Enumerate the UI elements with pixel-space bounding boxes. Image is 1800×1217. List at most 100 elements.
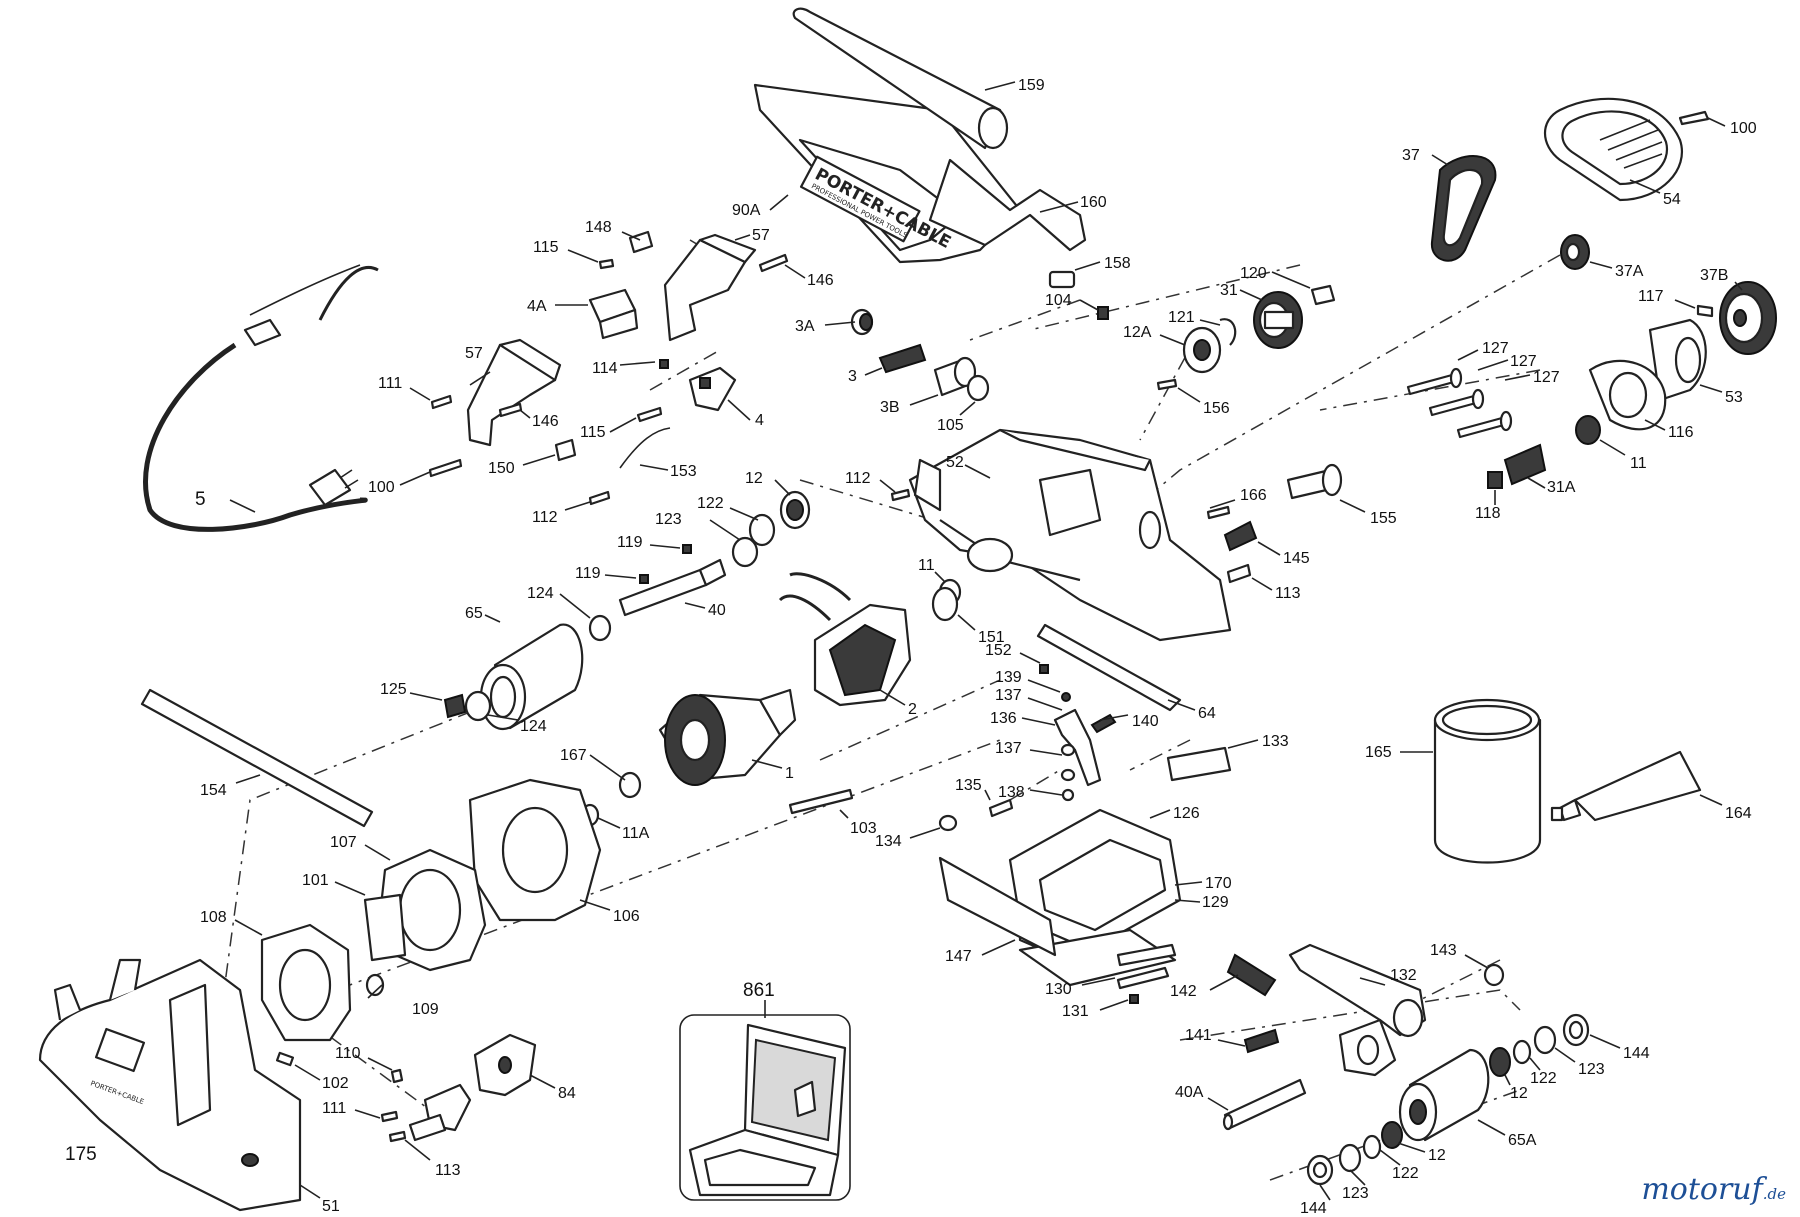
lever-136 <box>1053 708 1102 787</box>
callout-137b: 137 <box>995 740 1022 757</box>
screw-100-left <box>428 458 463 478</box>
plate-129 <box>1018 928 1177 987</box>
callout-152: 152 <box>985 642 1012 659</box>
washer-123-left <box>1338 1143 1362 1173</box>
timing-belt-37 <box>1430 155 1497 262</box>
callout-154: 154 <box>200 782 227 799</box>
callout-11A: 11A <box>622 825 650 842</box>
watermark: motoruf.de <box>1641 1172 1786 1207</box>
callout-100a: 100 <box>1730 120 1757 137</box>
callout-11b: 11 <box>918 557 935 574</box>
washer-137-b <box>1060 768 1076 782</box>
callout-144a: 144 <box>1623 1045 1650 1062</box>
plate-108 <box>260 923 352 1042</box>
screw-156 <box>1156 378 1178 391</box>
washer-118 <box>1487 471 1503 489</box>
callout-170: 170 <box>1205 875 1232 892</box>
callout-147: 147 <box>945 948 972 965</box>
callout-126: 126 <box>1173 805 1200 822</box>
callout-127a: 127 <box>1482 340 1509 357</box>
callout-65: 65 <box>465 605 483 622</box>
callout-155: 155 <box>1370 510 1397 527</box>
pad-133 <box>1166 746 1232 782</box>
knob-155 <box>1286 463 1343 500</box>
callout-3B: 3B <box>880 399 900 416</box>
callout-12c: 12 <box>1428 1147 1446 1164</box>
carry-case-861 <box>679 1014 851 1201</box>
screw-114 <box>659 359 669 369</box>
callout-135: 135 <box>955 777 982 794</box>
screw-152 <box>1039 664 1049 674</box>
callout-133: 133 <box>1262 733 1289 750</box>
washer-122-left <box>1362 1134 1382 1160</box>
callout-12: 12 <box>745 470 763 487</box>
callout-166: 166 <box>1240 487 1267 504</box>
callout-164: 164 <box>1725 805 1752 822</box>
nut-125 <box>443 693 467 719</box>
callout-119b: 119 <box>575 565 601 582</box>
callout-65A: 65A <box>1508 1132 1537 1149</box>
shaft-40A <box>1222 1078 1307 1131</box>
callout-111b: 111 <box>322 1100 346 1117</box>
capacitor-150 <box>554 438 577 462</box>
lead-wire-153 <box>619 427 671 469</box>
switch-84 <box>473 1033 537 1097</box>
pulley-37A <box>1560 234 1590 270</box>
callout-110: 110 <box>335 1045 361 1062</box>
callout-160: 160 <box>1080 194 1107 211</box>
screw-112-mid <box>890 488 911 502</box>
gasket-116 <box>1588 359 1667 431</box>
dust-bag-clip-159 <box>792 7 1009 150</box>
callout-37A: 37A <box>1615 263 1644 280</box>
washer-123 <box>731 536 759 568</box>
washer-122 <box>748 513 776 547</box>
screw-115-mid <box>636 406 663 423</box>
callout-115a: 115 <box>533 239 559 256</box>
callout-52: 52 <box>946 454 964 471</box>
dust-bag-90A: PORTER+CABLE PROFESSIONAL POWER TOOLS <box>753 83 1087 264</box>
callout-153: 153 <box>670 463 697 480</box>
callout-106: 106 <box>613 908 640 925</box>
callout-111a: 111 <box>378 375 402 392</box>
shaft-40 <box>618 558 727 617</box>
callout-151: 151 <box>978 629 1005 646</box>
callout-130: 130 <box>1045 981 1072 998</box>
ring-143 <box>1483 963 1505 987</box>
retaining-ring-121 <box>1219 318 1237 346</box>
screw-117 <box>1696 304 1714 318</box>
screw-113-right <box>1226 563 1252 584</box>
drum-65 <box>479 623 584 731</box>
callout-138: 138 <box>998 784 1025 801</box>
callout-120: 120 <box>1240 265 1267 282</box>
nut-120 <box>1310 284 1336 306</box>
callout-158: 158 <box>1104 255 1131 272</box>
callout-54: 54 <box>1663 191 1681 208</box>
screw-103 <box>788 788 854 815</box>
callout-134: 134 <box>875 833 902 850</box>
callout-136: 136 <box>990 710 1017 727</box>
spring-3 <box>878 343 927 374</box>
washer-137 <box>1060 743 1076 757</box>
callout-146b: 146 <box>532 413 559 430</box>
callout-121: 121 <box>1168 309 1195 326</box>
callout-11a: 11 <box>1630 455 1647 472</box>
screw-109 <box>365 973 385 997</box>
grease-tube-164 <box>1550 750 1702 822</box>
strip-154 <box>140 688 374 828</box>
callout-127c: 127 <box>1533 369 1560 386</box>
screw-110 <box>390 1068 404 1084</box>
callout-104: 104 <box>1045 292 1072 309</box>
washer-122-right <box>1512 1039 1532 1065</box>
pin-102 <box>275 1051 295 1067</box>
callout-132: 132 <box>1390 967 1417 984</box>
callout-123a: 123 <box>655 511 682 528</box>
callout-90A: 90A <box>732 202 761 219</box>
callout-148: 148 <box>585 219 612 236</box>
bearing-12 <box>779 490 811 530</box>
callout-131: 131 <box>1062 1003 1089 1020</box>
screws-127 <box>1406 367 1513 439</box>
callout-139: 139 <box>995 669 1022 686</box>
strip-170 <box>1116 943 1177 967</box>
part-139 <box>1061 692 1071 702</box>
callout-4: 4 <box>755 412 764 429</box>
